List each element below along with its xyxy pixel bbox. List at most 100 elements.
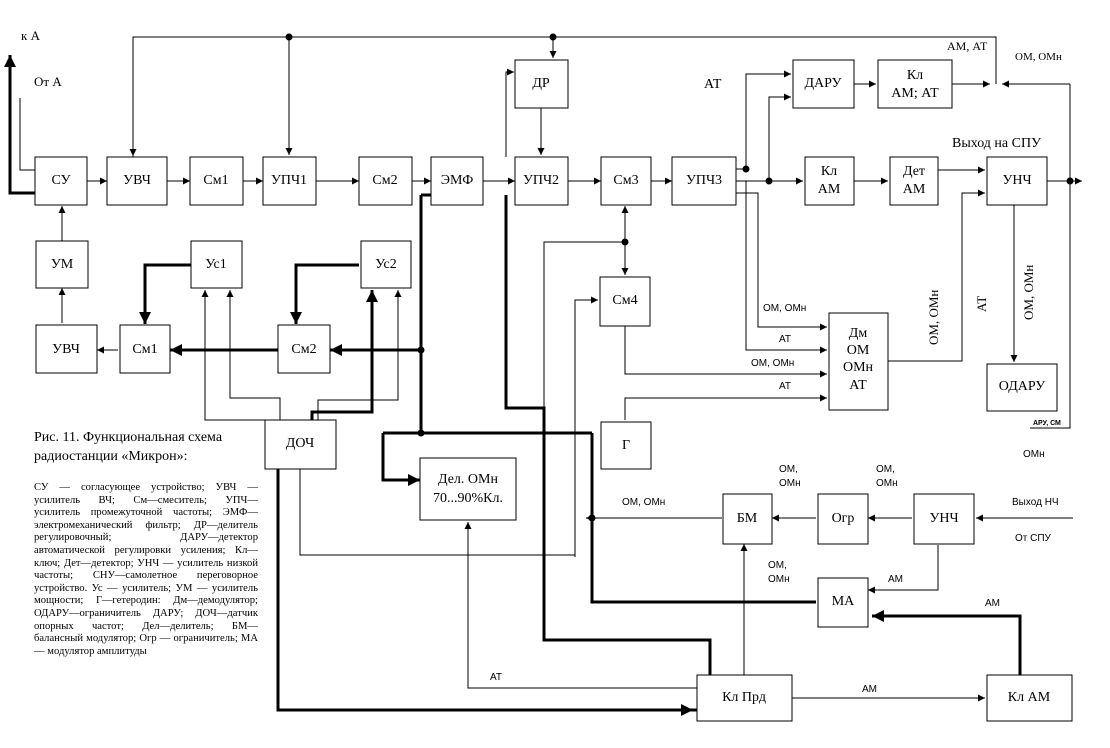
label-aru-sm: АРУ, СМ [1033, 420, 1061, 427]
block-odaru-label: ОДАРУ [999, 379, 1046, 394]
block-upch3-label: УПЧ3 [686, 173, 722, 188]
block-daru-label: ДАРУ [804, 76, 841, 91]
bold-wires [3, 55, 1022, 716]
label-om-ma-1: ОМ, [768, 560, 787, 571]
label-om-omn-top: ОМ, ОМн [1015, 51, 1062, 63]
block-us1: Ус1 [190, 240, 243, 289]
label-am-unch: АМ [888, 574, 903, 585]
block-sm3-label: См3 [613, 173, 638, 188]
block-doch-label: ДОЧ [286, 436, 314, 451]
block-dr: ДР [514, 59, 569, 109]
label-omn-right: ОМн [1023, 449, 1045, 460]
block-kl-am-at-label-1: Кл [907, 68, 923, 83]
block-upch2-label: УПЧ2 [523, 173, 559, 188]
block-kl-prd-label: Кл Прд [722, 690, 766, 705]
block-uvch: УВЧ [106, 156, 168, 206]
figure-caption-title: Рис. 11. Функциональная схема радиостанц… [34, 430, 223, 464]
block-us2: Ус2 [360, 240, 412, 289]
block-delitel-label-2: 70...90%Кл. [433, 491, 503, 506]
block-uvch-label: УВЧ [123, 173, 151, 188]
label-am-bottom: АМ [862, 684, 877, 695]
block-sm2-label: См2 [372, 173, 397, 188]
label-from-a: От А [34, 74, 62, 89]
label-at-bottom: АТ [490, 672, 502, 683]
block-ma-label: МА [832, 594, 855, 609]
block-upch3: УПЧ3 [671, 156, 737, 206]
block-upch1-label: УПЧ1 [271, 173, 307, 188]
label-at-top: АТ [704, 77, 722, 92]
block-dm-label-2: ОМ [847, 343, 870, 358]
block-det-am-label-1: Дет [903, 164, 925, 179]
label-om-omn-rotated: ОМ, ОМн [926, 290, 941, 345]
label-at-dm2: АТ [779, 381, 791, 392]
signal-labels: к А От А АМ, АТ ОМ, ОМн АТ Выход на СПУ … [21, 28, 1062, 695]
block-odaru: ОДАРУ [986, 363, 1058, 412]
label-at-dm1: АТ [779, 334, 791, 345]
block-sm2: См2 [358, 156, 413, 206]
block-unch-bottom-label: УНЧ [929, 511, 958, 526]
label-vyhod-nch: Выход НЧ [1012, 497, 1059, 508]
block-sm3: См3 [600, 156, 652, 206]
block-bm: БМ [722, 493, 773, 545]
block-su: СУ [34, 156, 88, 206]
block-kl-prd: Кл Прд [696, 674, 793, 722]
label-am-at: АМ, АТ [947, 39, 988, 53]
block-upch1: УПЧ1 [262, 156, 317, 206]
block-dm: Дм ОМ ОМн АТ [828, 312, 889, 411]
block-emf: ЭМФ [430, 156, 484, 206]
block-g: Г [600, 421, 652, 470]
block-det-am-label-2: АМ [903, 182, 926, 197]
block-kl-am-label-2: АМ [818, 182, 841, 197]
label-at-rotated: АТ [974, 296, 989, 312]
block-ma: МА [817, 577, 869, 628]
block-sm4: См4 [599, 276, 651, 327]
block-sm2-tx: См2 [277, 324, 331, 374]
block-sm1-tx-label: См1 [132, 342, 157, 357]
block-um-label: УМ [51, 257, 74, 272]
block-dm-label-4: АТ [849, 378, 867, 393]
block-sm1-tx: См1 [119, 324, 171, 374]
figure-caption-legend: СУ — согласующее устройство; УВЧ — усили… [34, 482, 258, 657]
block-upch2: УПЧ2 [514, 156, 569, 206]
block-delitel-label-1: Дел. ОМн [438, 472, 498, 487]
label-to-a: к А [21, 28, 41, 43]
block-kl-am-bottom-label: Кл АМ [1008, 690, 1051, 705]
block-emf-label: ЭМФ [441, 173, 474, 188]
block-uvch-tx-label: УВЧ [52, 342, 80, 357]
block-unch-top: УНЧ [986, 156, 1048, 206]
label-om-bm-1: ОМ, [779, 464, 798, 475]
block-unch-bottom: УНЧ [913, 493, 975, 545]
block-dm-label-3: ОМн [843, 360, 874, 375]
block-daru: ДАРУ [792, 59, 855, 109]
block-um: УМ [35, 240, 89, 289]
block-us2-label: Ус2 [375, 257, 396, 272]
label-om-omn-rotated-2: ОМ, ОМн [1021, 265, 1036, 320]
label-om-omn-dm1: ОМ, ОМн [763, 303, 806, 314]
signal-wires [19, 36, 1082, 702]
block-us1-label: Ус1 [205, 257, 226, 272]
block-kl-am-at-label-2: АМ; АТ [891, 86, 939, 101]
block-kl-am-bottom: Кл АМ [986, 674, 1073, 722]
block-dm-label-1: Дм [849, 326, 868, 341]
block-uvch-tx: УВЧ [35, 324, 98, 374]
label-om-ogr-1: ОМ, [876, 464, 895, 475]
block-sm4-label: См4 [612, 293, 637, 308]
block-ogr-label: Огр [832, 511, 855, 526]
block-ogr: Огр [817, 493, 869, 545]
label-am-klam: АМ [985, 598, 1000, 609]
block-g-label: Г [622, 438, 630, 453]
block-dr-label: ДР [532, 76, 550, 91]
block-sm1: См1 [189, 156, 244, 206]
block-unch-top-label: УНЧ [1002, 173, 1031, 188]
block-sm1-label: См1 [203, 173, 228, 188]
label-om-omn-dm2: ОМ, ОМн [751, 358, 794, 369]
block-su-label: СУ [51, 173, 70, 188]
block-doch: ДОЧ [264, 419, 337, 470]
label-ot-spu: От СПУ [1015, 533, 1052, 544]
label-om-omn-bm: ОМ, ОМн [622, 497, 665, 508]
block-sm2-tx-label: См2 [291, 342, 316, 357]
block-bm-label: БМ [737, 511, 758, 526]
